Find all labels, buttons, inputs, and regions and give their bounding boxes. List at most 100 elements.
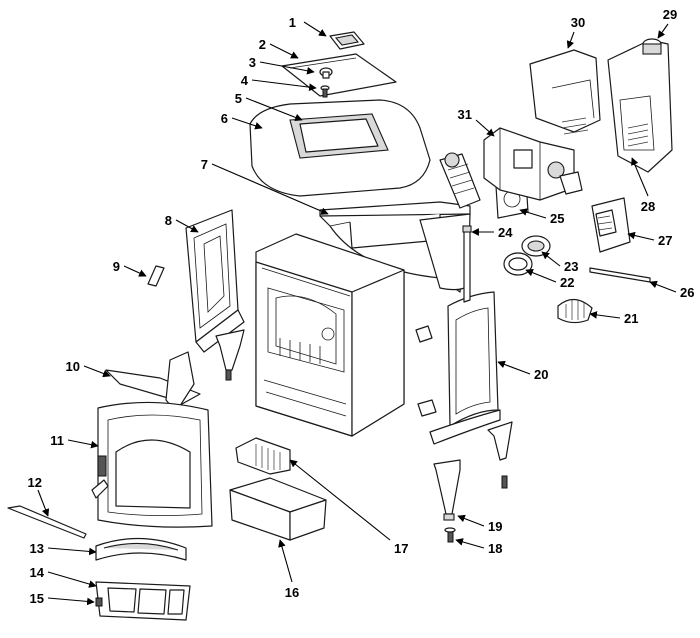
part-9-insulation-block [147,265,165,287]
leader-23 [541,251,561,267]
callout-28: 28 [641,199,655,214]
callout-8: 8 [165,213,172,228]
leader-12 [37,489,50,517]
leader-2 [269,43,299,59]
callout-14: 14 [30,565,45,580]
callout-20: 20 [534,367,548,382]
callout-27: 27 [658,233,672,248]
leader-21 [589,311,621,319]
leader-26 [649,280,677,293]
callout-10: 10 [66,359,80,374]
leader-8 [175,219,199,233]
callout-5: 5 [235,91,242,106]
leader-3 [259,61,315,75]
part-right-rear-leg [487,421,513,489]
callout-9: 9 [113,259,120,274]
part-19-front-leg [433,459,461,521]
callout-23: 23 [564,259,578,274]
callout-30: 30 [571,15,585,30]
part-1-hopper-lid-handle [329,31,365,50]
part-8-left-side-panel [185,209,245,353]
part-20-right-side-panel [429,291,501,445]
callout-3: 3 [249,55,256,70]
part-13-ash-lip [95,537,187,561]
callout-22: 22 [560,275,574,290]
callout-1: 1 [289,15,296,30]
leader-14 [47,571,97,588]
leader-29 [657,23,669,39]
leader-28 [631,157,649,197]
leader-17 [289,459,391,541]
leader-9 [123,265,147,277]
part-21-exhaust-fan [557,298,593,324]
part-12-ash-tool [7,505,87,539]
callout-4: 4 [241,73,249,88]
leader-13 [47,547,97,556]
part-15-grille-clip [95,597,103,607]
callout-17: 17 [394,541,408,556]
leader-30 [566,31,575,49]
leader-4 [251,79,317,91]
callout-labels: 1 2 3 4 5 6 7 8 9 10 11 12 13 14 15 16 1… [28,7,695,606]
part-28-rear-shroud [607,39,673,173]
callout-16: 16 [285,585,299,600]
leader-31 [475,119,495,137]
part-27-combustion-blower [591,197,631,253]
part-23-adapter-ring [521,235,551,257]
leader-7 [211,163,329,215]
part-7-hopper [319,201,471,293]
leader-16 [278,539,293,583]
part-30-back-cover [529,49,601,135]
part-17-convection-blower [235,437,291,475]
leader-11 [67,439,99,449]
callout-19: 19 [488,519,502,534]
callout-29: 29 [663,7,677,22]
leader-20 [497,360,531,375]
part-left-rear-leg [215,329,245,381]
callout-21: 21 [624,311,638,326]
part-feed-chute [439,152,481,209]
part-24-auger-rod [462,225,472,303]
leader-5 [245,97,303,122]
part-16-ash-pan [229,477,327,541]
callout-11: 11 [50,433,64,448]
callout-31: 31 [458,107,472,122]
leader-19 [457,514,485,527]
part-18-leveling-foot [444,527,456,543]
firebox-grate-bars [279,338,321,364]
part-5-top-opening-gasket [289,113,389,159]
leader-27 [627,231,655,241]
callout-2: 2 [259,37,266,52]
part-14-lower-grille [95,581,191,621]
part-29-exhaust-outlet [642,38,662,55]
part-4-screw [320,85,330,98]
leader-10 [83,365,111,378]
part-mounting-brackets [415,325,437,417]
leader-arrows [37,21,677,606]
callout-24: 24 [498,225,513,240]
part-2-hopper-lid-plate [281,53,397,97]
blower-vent-slots [255,444,281,470]
part-firebox-body [255,233,405,437]
part-22-exhaust-gasket [503,252,533,276]
callout-18: 18 [488,541,502,556]
part-3-knob [319,67,333,79]
part-26-igniter-rod [589,267,651,283]
leader-15 [47,597,95,606]
leader-6 [231,117,263,130]
callout-26: 26 [680,285,694,300]
callout-25: 25 [550,211,564,226]
callout-6: 6 [221,111,228,126]
callout-7: 7 [201,157,208,172]
part-11-front-door-frame [91,401,213,528]
callout-15: 15 [30,591,44,606]
leader-1 [303,21,327,37]
part-10-front-trim-bar [105,351,201,413]
leader-22 [525,268,557,283]
callout-13: 13 [30,541,44,556]
callout-12: 12 [28,475,42,490]
leader-25 [519,208,547,219]
leader-18 [455,538,485,549]
